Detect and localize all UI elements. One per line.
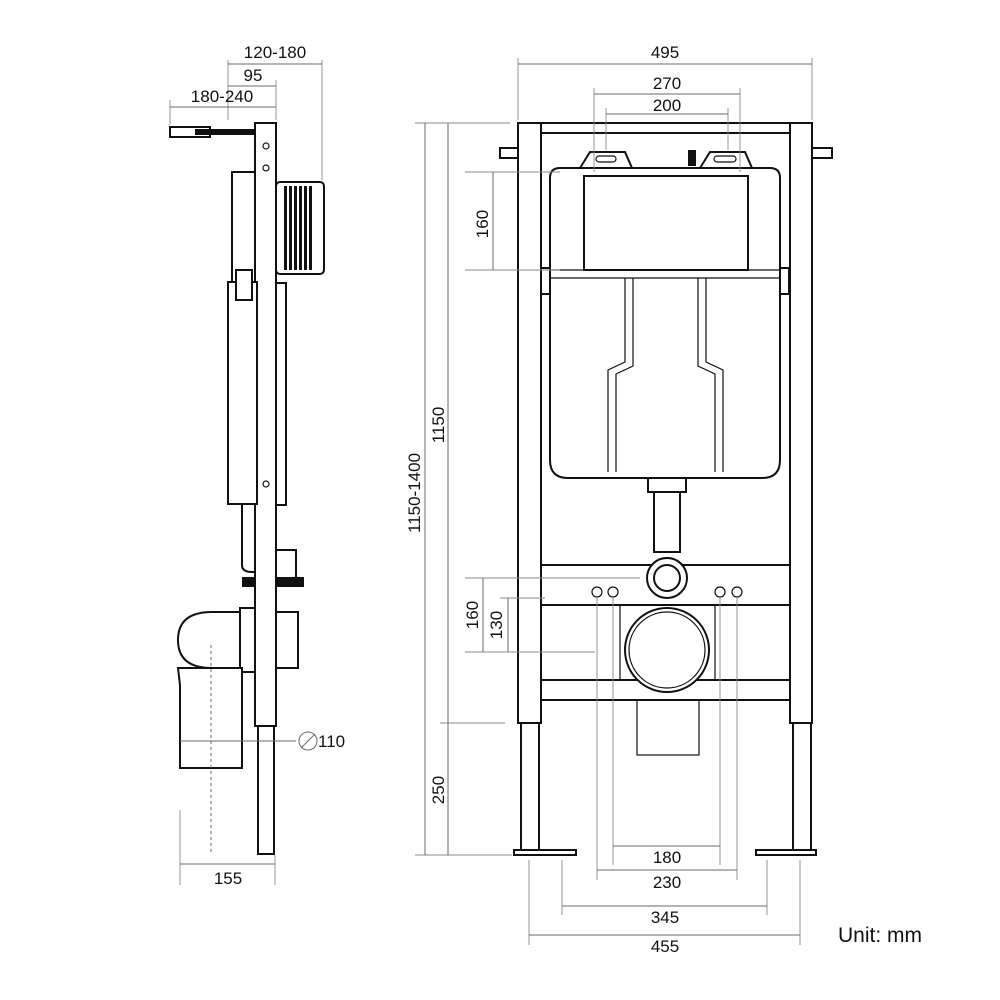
dim-front-1150-1400: 1150-1400: [405, 453, 424, 533]
front-flush-pipe: [653, 491, 681, 553]
dim-front-230: 230: [653, 873, 681, 892]
dim-front-270: 270: [653, 74, 681, 93]
dim-front-130: 130: [487, 611, 506, 639]
dim-side-pipe-diameter: 110: [318, 732, 345, 751]
front-post-right: [789, 122, 813, 724]
side-flush-ribs: [284, 186, 312, 270]
side-post-hole: [262, 480, 270, 488]
dim-front-1150: 1150: [429, 407, 448, 444]
front-handle-left: [578, 151, 634, 169]
front-clip-right: [779, 267, 790, 295]
side-view: 120-180 95 180-240 110 155: [169, 43, 345, 888]
front-leg-left: [520, 722, 540, 851]
front-pipe-cap: [647, 477, 687, 493]
side-leg: [257, 725, 275, 855]
flush-rod: [195, 129, 255, 135]
side-waste-pipe: [176, 667, 243, 769]
dim-front-160-top: 160: [473, 210, 492, 238]
side-connector: [275, 549, 297, 581]
side-waste-stub: [275, 611, 299, 669]
dim-front-495: 495: [651, 43, 679, 62]
dim-front-250: 250: [429, 776, 448, 804]
unit-label: Unit: mm: [838, 924, 922, 947]
front-clip-left: [540, 267, 551, 295]
dim-side-95: 95: [244, 66, 263, 85]
side-cistern-top: [231, 171, 256, 283]
side-post-hole: [262, 164, 270, 172]
front-view: 495 270 200 160 1150 1150-1400 250 160: [405, 43, 833, 956]
side-frame-post: [254, 122, 277, 727]
dim-side-top-range: 120-180: [244, 43, 306, 62]
side-cistern-clip: [235, 269, 253, 301]
dim-side-bottom-155: 155: [214, 869, 242, 888]
side-waste-elbow: [176, 611, 241, 669]
front-foot-left: [513, 849, 577, 856]
side-downpipe: [241, 505, 255, 573]
side-cistern-front: [275, 282, 287, 506]
front-foot-right: [755, 849, 817, 856]
dim-front-160-mid: 160: [463, 601, 482, 629]
front-bracket-right: [809, 147, 833, 159]
front-leg-right: [792, 722, 812, 851]
dim-front-345: 345: [651, 908, 679, 927]
front-top-rail: [517, 122, 813, 134]
front-waste-outlet: [624, 607, 710, 693]
side-cistern-body: [227, 281, 258, 505]
front-post-left: [517, 122, 542, 724]
dim-front-455: 455: [651, 937, 679, 956]
front-handle-right: [698, 151, 754, 169]
side-nut-right: [276, 577, 304, 587]
front-valve: [688, 150, 696, 166]
side-waste-flange: [239, 607, 256, 673]
side-post-hole: [262, 142, 270, 150]
dim-front-180: 180: [653, 848, 681, 867]
side-nut: [242, 577, 256, 587]
dim-front-200: 200: [653, 96, 681, 115]
dim-side-depth-range: 180-240: [191, 87, 253, 106]
front-waste-pipe: [636, 699, 700, 756]
